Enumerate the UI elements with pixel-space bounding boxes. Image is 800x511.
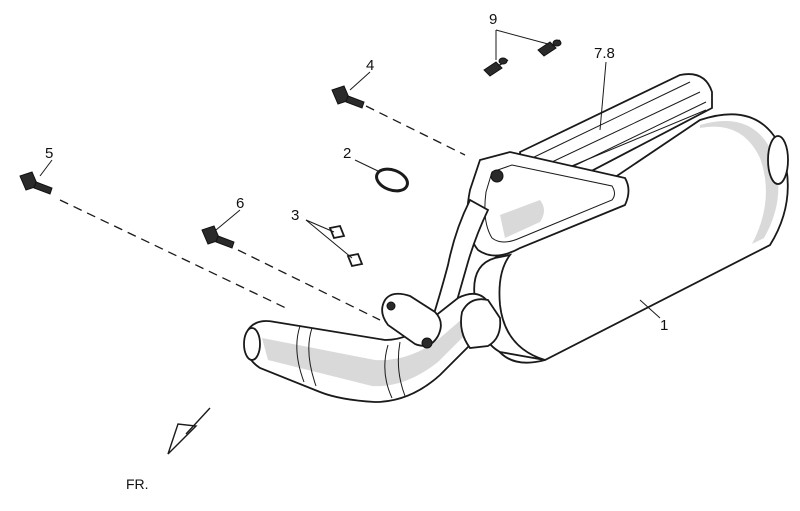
front-direction-label: FR. [126, 476, 149, 492]
bolt-part-6 [201, 225, 235, 249]
label-part-1: 1 [660, 317, 668, 334]
bolt-part-5 [19, 171, 53, 195]
label-part-6: 6 [236, 195, 244, 212]
label-part-7-8: 7.8 [594, 45, 615, 62]
label-part-4: 4 [366, 57, 374, 74]
mounting-bracket [466, 151, 630, 257]
bolts-part-9 [483, 39, 562, 77]
nuts-part-3 [328, 224, 364, 268]
front-direction-arrow [167, 407, 211, 455]
exhaust-pipe [243, 198, 502, 403]
bolt-part-4 [331, 85, 365, 109]
gasket-part-2 [375, 167, 409, 193]
label-part-5: 5 [45, 145, 53, 162]
label-part-3: 3 [291, 207, 299, 224]
label-part-2: 2 [343, 145, 351, 162]
leader-lines [39, 29, 661, 319]
label-part-9: 9 [489, 11, 497, 28]
assembly-guide-lines [59, 105, 466, 321]
